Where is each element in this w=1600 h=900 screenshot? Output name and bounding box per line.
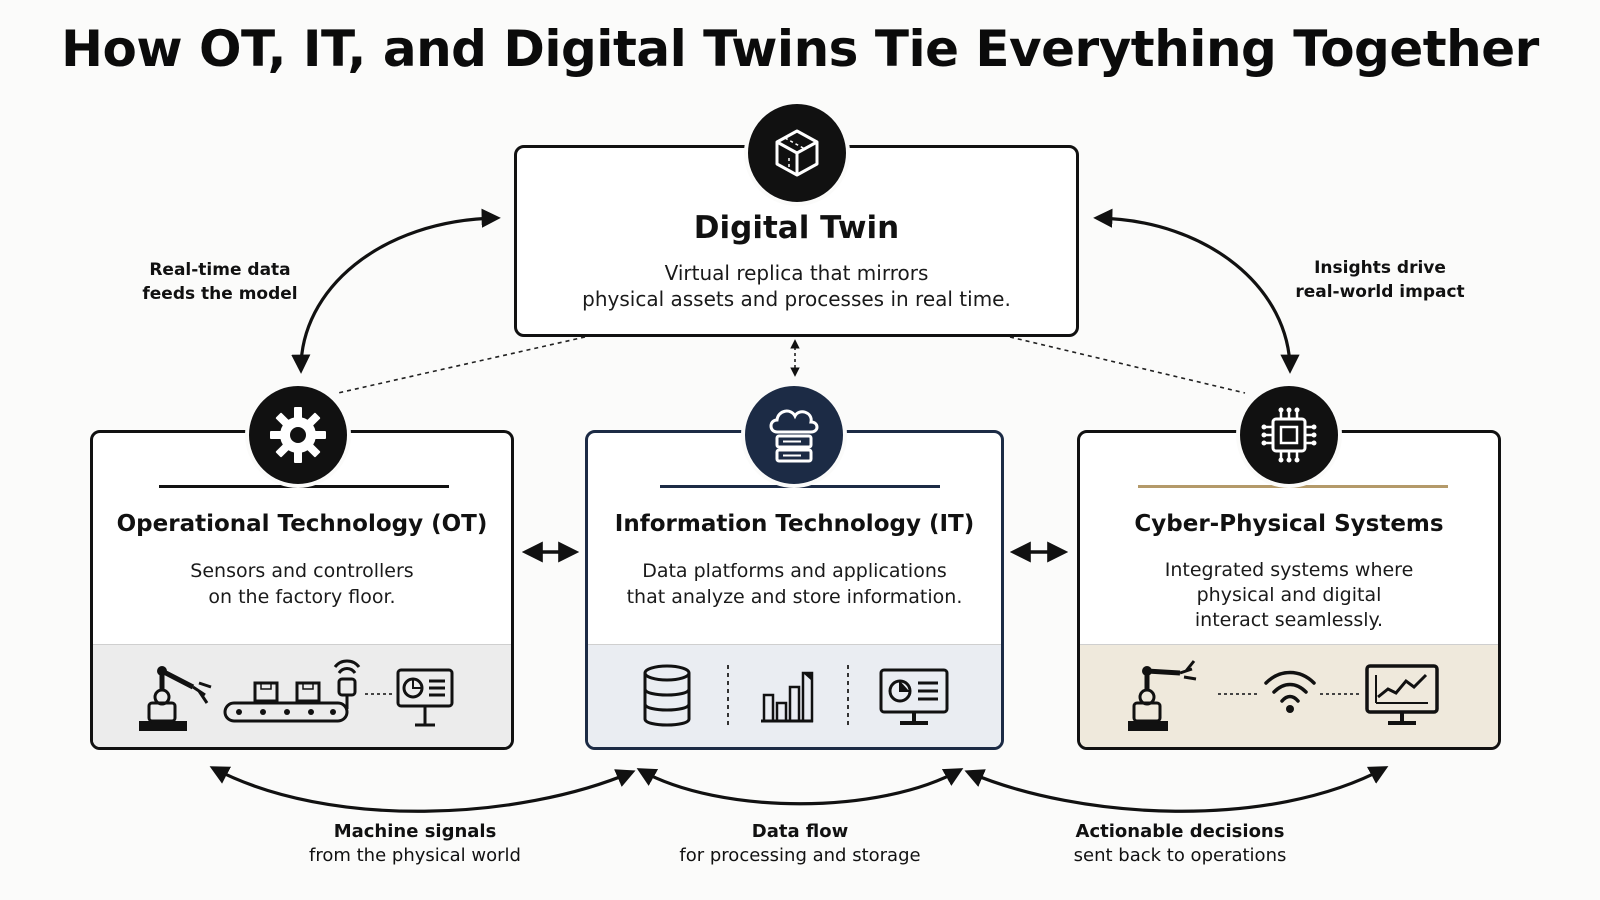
robot-arm-icon [1128,660,1197,731]
chip-icon [1261,407,1317,463]
cps-badge [1236,382,1342,488]
robot-arm-icon [139,666,212,731]
arrow-realtime-data [291,208,501,374]
cloud-server-icon [769,409,819,463]
label-actionable-sub: sent back to operations [1073,845,1287,866]
cps-desc-1: Integrated systems where [1164,559,1414,581]
dotted-connector [1218,693,1258,695]
ot-badge [245,382,351,488]
arrow-insights-impact [1093,208,1300,374]
dashed-link-twin-ot [337,336,586,394]
digital-twin-desc-2: physical assets and processes in real ti… [582,287,1011,311]
ot-desc-2: on the factory floor. [208,586,396,608]
label-machine-signals-sub: from the physical world [309,845,521,866]
digital-twin-desc-1: Virtual replica that mirrors [664,261,929,285]
label-actionable-title: Actionable decisions [1075,821,1285,842]
cps-desc-3: interact seamlessly. [1194,609,1384,631]
label-data-flow-title: Data flow [751,821,849,842]
label-insights-line1: Insights drive [1314,258,1446,278]
bar-chart-icon [761,671,814,723]
it-badge [741,382,847,488]
arrow-machine-signals [209,766,636,813]
wifi-signal-icon [1264,670,1316,713]
dotted-connector [1320,693,1360,695]
page-title: How OT, IT, and Digital Twins Tie Everyt… [61,20,1539,78]
digital-twin-title: Digital Twin [693,210,900,246]
cps-desc-2: physical and digital [1196,584,1382,606]
label-actionable-decisions: Actionable decisions sent back to operat… [1045,820,1315,868]
label-insights-line2: real-world impact [1295,282,1465,302]
hmi-panel-icon [396,668,454,727]
label-insights-drive: Insights drive real-world impact [1280,256,1480,304]
sensor-wifi-icon [333,659,361,709]
arrow-actionable-decisions [964,766,1389,813]
analytics-monitor-icon [1365,664,1439,725]
dashed-link-twin-cps [1009,336,1246,394]
it-desc-2: that analyze and store information. [626,586,963,608]
ot-title: Operational Technology (OT) [116,511,488,537]
ot-desc-1: Sensors and controllers [190,560,414,582]
arrow-data-flow [636,768,964,806]
divider-dotted-2 [847,665,849,729]
conveyor-belt-icon [223,681,349,723]
label-machine-signals-title: Machine signals [333,821,497,842]
label-machine-signals: Machine signals from the physical world [280,820,550,868]
label-realtime-data: Real-time data feeds the model [130,258,310,306]
digital-twin-badge [744,100,850,206]
label-realtime-data-line1: Real-time data [149,260,291,280]
ot-icon-strip [93,644,511,747]
it-title: Information Technology (IT) [614,511,975,537]
label-data-flow: Data flow for processing and storage [665,820,935,868]
gear-icon [270,407,326,463]
label-realtime-data-line2: feeds the model [142,284,298,304]
cube-icon [775,129,819,177]
label-data-flow-sub: for processing and storage [679,845,921,866]
divider-dotted-1 [727,665,729,729]
dashboard-monitor-icon [879,668,949,725]
dotted-connector [365,693,393,695]
database-icon [643,664,691,727]
cps-title: Cyber-Physical Systems [1134,511,1444,537]
it-desc-1: Data platforms and applications [642,560,947,582]
cps-icon-strip [1080,644,1498,747]
it-icon-strip [588,644,1001,747]
